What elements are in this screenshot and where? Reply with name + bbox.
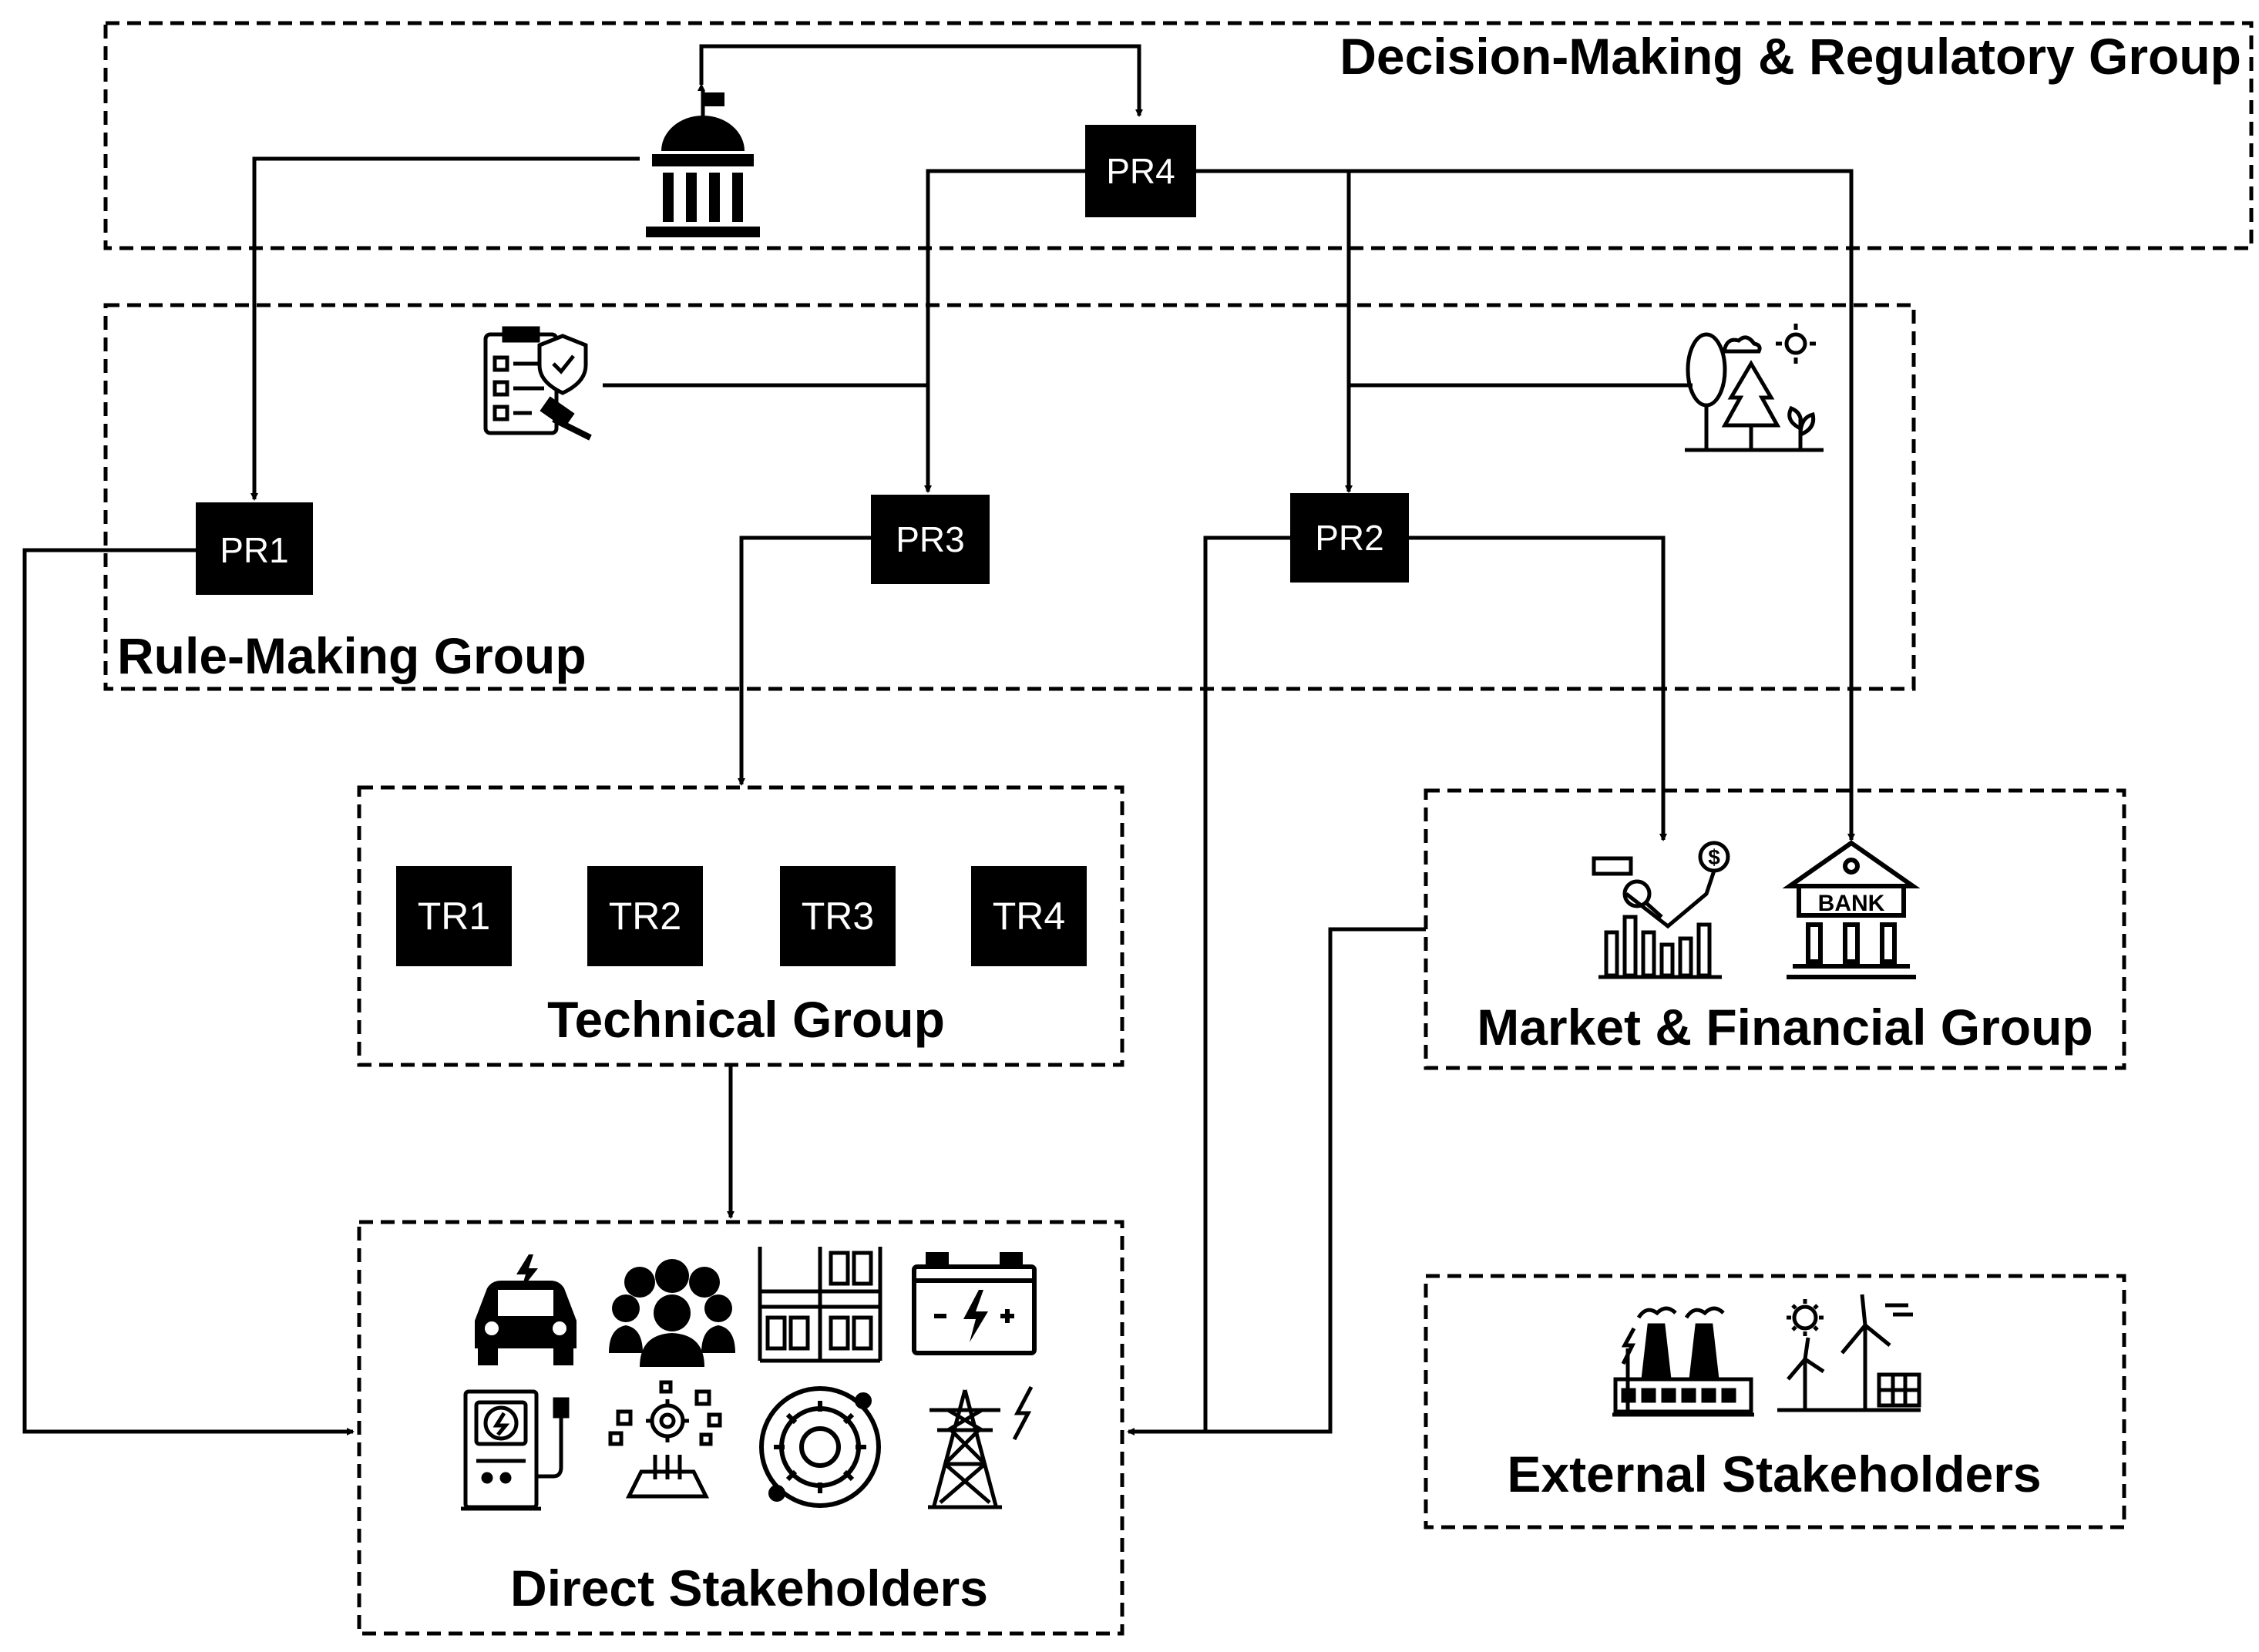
bank-icon: BANK — [1782, 840, 1921, 979]
government-building-icon — [646, 91, 760, 237]
node-pr1[interactable]: PR1 — [196, 502, 313, 595]
node-pr2[interactable]: PR2 — [1290, 493, 1409, 583]
direct-group-box — [357, 1220, 1124, 1636]
node-pr3[interactable]: PR3 — [871, 495, 990, 584]
rule-group-box — [103, 303, 1916, 691]
decision-group-label: Decision-Making & Regulatory Group — [1340, 28, 2241, 85]
connector-pr4-pr2 — [1195, 169, 1353, 493]
technology-gear-icon — [608, 1380, 722, 1499]
renewable-energy-icon — [1777, 1294, 1921, 1412]
external-group-label: External Stakeholders — [1507, 1446, 2041, 1503]
svg-text:$: $ — [1708, 845, 1720, 869]
node-tr4[interactable]: TR4 — [971, 866, 1087, 966]
charging-station-icon — [461, 1389, 570, 1511]
connector-pr2-direct — [1203, 536, 1290, 1432]
battery-storage-racks-icon — [758, 1247, 882, 1363]
technical-group-label: Technical Group — [547, 991, 945, 1048]
gear-icon — [759, 1386, 881, 1508]
external-group-box — [1424, 1274, 2126, 1529]
market-analytics-icon: $ — [1592, 841, 1730, 979]
node-tr2[interactable]: TR2 — [587, 866, 703, 966]
connector-pr4-pr3 — [924, 169, 1085, 493]
connector-pr4-bank — [1349, 169, 1855, 841]
connector-pr3-technical — [738, 536, 871, 786]
decision-group-box — [103, 21, 2254, 250]
svg-text:TR1: TR1 — [418, 895, 490, 938]
environment-nature-icon — [1685, 324, 1824, 452]
market-group-label: Market & Financial Group — [1477, 999, 2093, 1056]
connector-pr2-market — [1407, 536, 1667, 841]
connector-pr1-direct — [22, 548, 355, 1435]
svg-text:TR4: TR4 — [993, 895, 1065, 938]
direct-group-label: Direct Stakeholders — [510, 1560, 988, 1617]
svg-text:TR2: TR2 — [609, 895, 681, 938]
regulation-checklist-icon — [483, 326, 592, 441]
svg-text:PR2: PR2 — [1315, 518, 1383, 558]
svg-text:TR3: TR3 — [802, 895, 874, 938]
connector-gov-pr1 — [250, 156, 640, 501]
node-pr4[interactable]: PR4 — [1085, 125, 1196, 217]
electric-vehicle-icon — [475, 1254, 577, 1365]
technical-group-box — [357, 785, 1124, 1067]
svg-text:PR1: PR1 — [220, 530, 288, 570]
power-tower-icon — [928, 1385, 1034, 1509]
node-tr3[interactable]: TR3 — [780, 866, 896, 966]
svg-text:BANK: BANK — [1818, 891, 1885, 916]
power-plant-icon — [1612, 1306, 1754, 1417]
connector-gov-pr4 — [698, 44, 1143, 117]
rule-group-label: Rule-Making Group — [117, 627, 587, 684]
connector-market-direct — [1127, 927, 1426, 1435]
svg-text:PR4: PR4 — [1106, 151, 1175, 191]
svg-text:PR3: PR3 — [896, 519, 964, 559]
battery-icon — [912, 1252, 1037, 1355]
people-group-icon — [609, 1259, 735, 1367]
node-tr1[interactable]: TR1 — [396, 866, 512, 966]
